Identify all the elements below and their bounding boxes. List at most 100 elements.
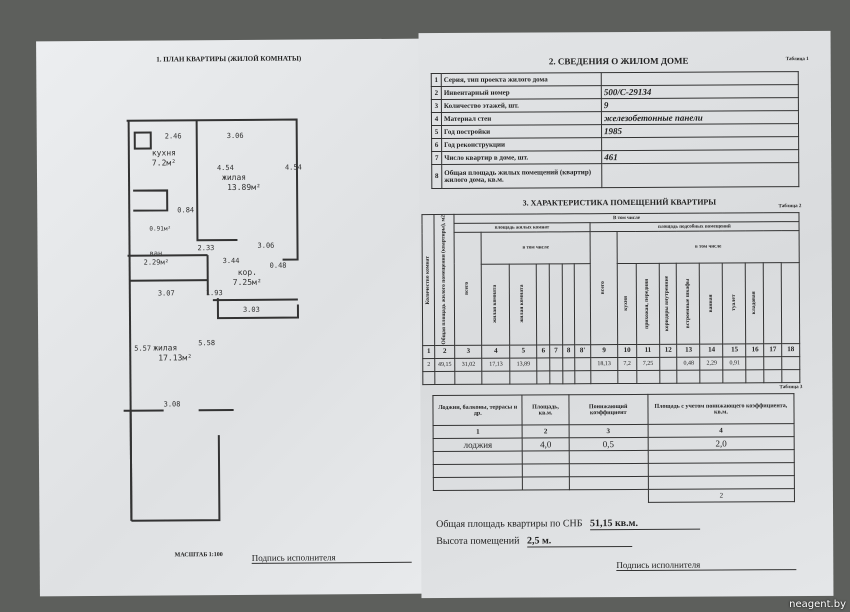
empty-cell xyxy=(590,370,618,384)
row-number: 3 xyxy=(431,99,442,113)
signature-label: Подпись исполнителя xyxy=(616,559,701,571)
col-bath: ванная xyxy=(707,294,714,313)
column-number: 13 xyxy=(677,343,701,357)
empty-cell xyxy=(537,370,550,384)
row-number: 6 xyxy=(431,138,442,152)
cell-value xyxy=(537,357,550,371)
row-value: 1985 xyxy=(601,123,799,138)
height-value: 2,5 м. xyxy=(526,534,632,548)
row-value: 461 xyxy=(601,149,799,164)
dim-label: 5.58 xyxy=(198,339,215,347)
bath-area: 2.29м² xyxy=(144,258,169,266)
column-header: Лоджии, балконы, террасы и др. xyxy=(432,395,523,426)
empty-cell xyxy=(659,369,678,383)
row-number: 2 xyxy=(431,86,442,100)
cell-value xyxy=(764,356,782,370)
column-header: Площадь с учетом понижающего коэффициент… xyxy=(647,393,795,425)
col-room1: жилая комната xyxy=(491,285,498,324)
corridor-label: кор. xyxy=(238,268,257,277)
total-area-value: 51,15 кв.м. xyxy=(589,517,700,531)
table3-label: Таблица 3 xyxy=(779,385,803,391)
row-label: Инвентарный номер xyxy=(441,85,602,100)
cell-value: 2,29 xyxy=(700,356,724,370)
dim-label: 3.08 xyxy=(164,400,181,408)
row-label: Количество этажей, шт. xyxy=(441,98,602,113)
column-number: 2 xyxy=(434,344,455,359)
plan-title: 1. ПЛАН КВАРТИРЫ (ЖИЛОЙ КОМНАТЫ) xyxy=(156,54,302,64)
empty-cell xyxy=(700,369,724,383)
column-header: Понижающий коэффициент xyxy=(568,394,648,425)
column-number: 18 xyxy=(781,343,800,357)
column-number: 12 xyxy=(659,343,678,357)
dim-label: 0.84 xyxy=(177,206,194,214)
empty-cell xyxy=(509,370,538,384)
living2-area: 17.13м² xyxy=(158,353,192,362)
column-number: 5 xyxy=(509,344,538,358)
wc-area: 0.91м² xyxy=(149,225,171,232)
living1-label: жилая xyxy=(222,173,246,182)
dim-label: 4.54 xyxy=(217,164,234,172)
row-value xyxy=(601,136,799,151)
column-number: 3 xyxy=(568,424,648,438)
column-number: 14 xyxy=(700,343,724,357)
left-signature: Подпись исполнителя xyxy=(251,551,412,564)
row-number: 7 xyxy=(431,151,442,165)
cell-value xyxy=(746,356,765,370)
cell-value: 7,2 xyxy=(617,356,637,371)
column-number: 2 xyxy=(522,424,569,439)
dim-label: 3.06 xyxy=(257,242,274,250)
bath-label: ван xyxy=(150,249,163,257)
cell-value: 7,25 xyxy=(636,356,660,370)
row-value: 9 xyxy=(601,97,799,112)
col-aux-total: всего xyxy=(599,281,607,295)
column-number: 6 xyxy=(537,344,550,358)
empty-cell xyxy=(574,370,591,384)
column-number: 1 xyxy=(433,425,523,439)
row-value xyxy=(601,71,799,86)
section2-title: 2. СВЕДЕНИЯ О ЖИЛОМ ДОМЕ xyxy=(548,55,689,67)
col-pantry: кладовая xyxy=(751,291,758,315)
table3-total: 2 xyxy=(648,488,795,503)
col-rooms-count: Количество комнат xyxy=(424,255,431,305)
empty-cell xyxy=(617,369,637,384)
cell-value: 49,15 xyxy=(434,357,455,372)
table1-label: Таблица 1 xyxy=(785,57,809,63)
empty-cell xyxy=(636,369,660,383)
cell-value: лоджия xyxy=(433,438,523,452)
column-number: 7 xyxy=(549,344,563,358)
col-total-area: Общая площадь жилого помещения (квартиры… xyxy=(440,214,447,345)
incl-header: в том числе xyxy=(617,230,800,264)
total-area-label: Общая площадь квартиры по СНБ xyxy=(436,518,583,530)
empty-cell xyxy=(562,370,576,384)
dim-label: 2.46 xyxy=(165,132,182,140)
col-room2: жилая комната xyxy=(519,284,526,324)
column-number: 11 xyxy=(636,343,660,357)
row-label: Год постройки xyxy=(441,124,602,139)
column-number: 8' xyxy=(574,344,591,358)
cell-value xyxy=(781,356,800,370)
floor-plan: 2.46 3.06 4.54 4.54 0.84 3.06 3.44 0.48 … xyxy=(123,118,302,522)
cell-value: 17,13 xyxy=(482,357,510,371)
column-number: 17 xyxy=(763,343,782,357)
row-number: 1 xyxy=(431,73,442,87)
empty-cell xyxy=(746,369,765,383)
height-label: Высота помещений xyxy=(436,535,520,547)
dim-label: 2.33 xyxy=(197,244,214,252)
row-number: 8 xyxy=(431,164,442,189)
cell-value xyxy=(574,357,591,371)
row-label: Число квартир в доме, шт. xyxy=(441,150,602,165)
dim-label: 3.06 xyxy=(227,132,244,140)
cell-value: 0,48 xyxy=(677,356,701,370)
column-header: Площадь, кв.м. xyxy=(522,394,569,426)
row-label: Материал стен xyxy=(441,111,602,126)
cell-value: 0,5 xyxy=(568,437,649,451)
empty-cell xyxy=(764,369,782,383)
dim-label: 1.93 xyxy=(206,289,223,297)
cell-value xyxy=(549,357,563,371)
cell-value: 13,89 xyxy=(509,357,538,371)
col-hall: прихожая, передняя xyxy=(643,278,651,329)
cell-value xyxy=(562,357,575,371)
col-kitchen: кухня xyxy=(623,296,630,311)
kitchen-area: 7.2м² xyxy=(152,158,176,167)
